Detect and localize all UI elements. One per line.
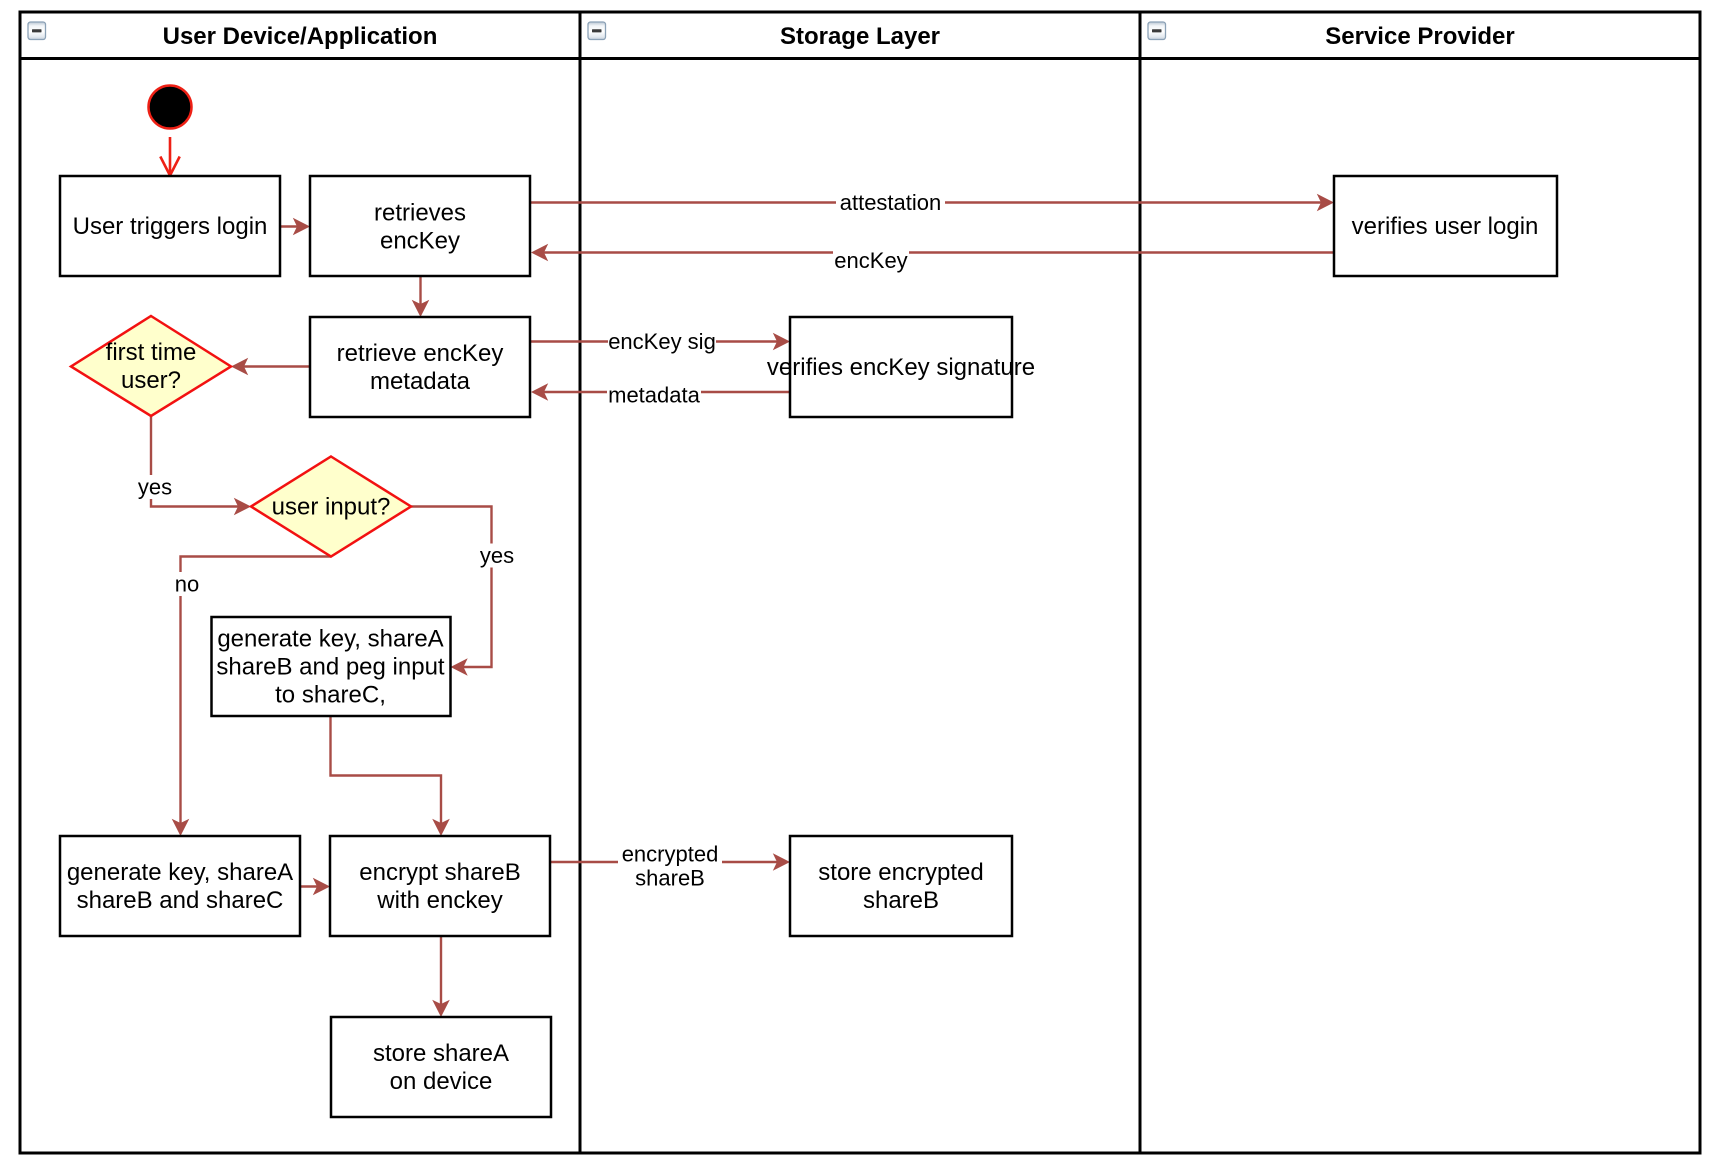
svg-text:shareB: shareB (635, 866, 705, 891)
svg-text:on device: on device (390, 1068, 493, 1095)
svg-text:generate key, shareA: generate key, shareA (67, 859, 293, 886)
svg-text:with enckey: with enckey (376, 887, 502, 914)
svg-text:generate key, shareA: generate key, shareA (217, 626, 443, 653)
svg-text:yes: yes (480, 543, 514, 568)
svg-text:User Device/Application: User Device/Application (163, 23, 438, 50)
svg-text:no: no (175, 572, 199, 597)
svg-text:encKey sig: encKey sig (608, 329, 716, 354)
svg-text:shareB and shareC: shareB and shareC (77, 887, 284, 914)
svg-text:User triggers login: User triggers login (73, 213, 268, 240)
svg-text:shareB: shareB (863, 887, 939, 914)
svg-text:metadata: metadata (370, 368, 471, 395)
svg-text:user input?: user input? (272, 494, 391, 521)
svg-text:metadata: metadata (608, 383, 700, 408)
svg-text:shareB and peg input: shareB and peg input (216, 654, 445, 681)
svg-text:Storage Layer: Storage Layer (780, 23, 940, 50)
svg-text:store encrypted: store encrypted (818, 859, 983, 886)
svg-text:store shareA: store shareA (373, 1040, 509, 1067)
svg-text:Service Provider: Service Provider (1325, 23, 1514, 50)
svg-text:first time: first time (106, 339, 197, 366)
svg-text:yes: yes (138, 475, 172, 500)
svg-text:verifies user login: verifies user login (1352, 213, 1539, 240)
svg-text:encKey: encKey (380, 228, 460, 255)
svg-text:to shareC,: to shareC, (275, 682, 386, 709)
svg-text:encrypt shareB: encrypt shareB (359, 859, 520, 886)
svg-text:encrypted: encrypted (622, 842, 719, 867)
svg-text:attestation: attestation (840, 190, 942, 215)
svg-text:verifies encKey signature: verifies encKey signature (767, 354, 1035, 381)
svg-text:retrieve encKey: retrieve encKey (337, 340, 504, 367)
svg-text:encKey: encKey (834, 248, 907, 273)
svg-text:user?: user? (121, 367, 181, 394)
svg-text:retrieves: retrieves (374, 200, 466, 227)
